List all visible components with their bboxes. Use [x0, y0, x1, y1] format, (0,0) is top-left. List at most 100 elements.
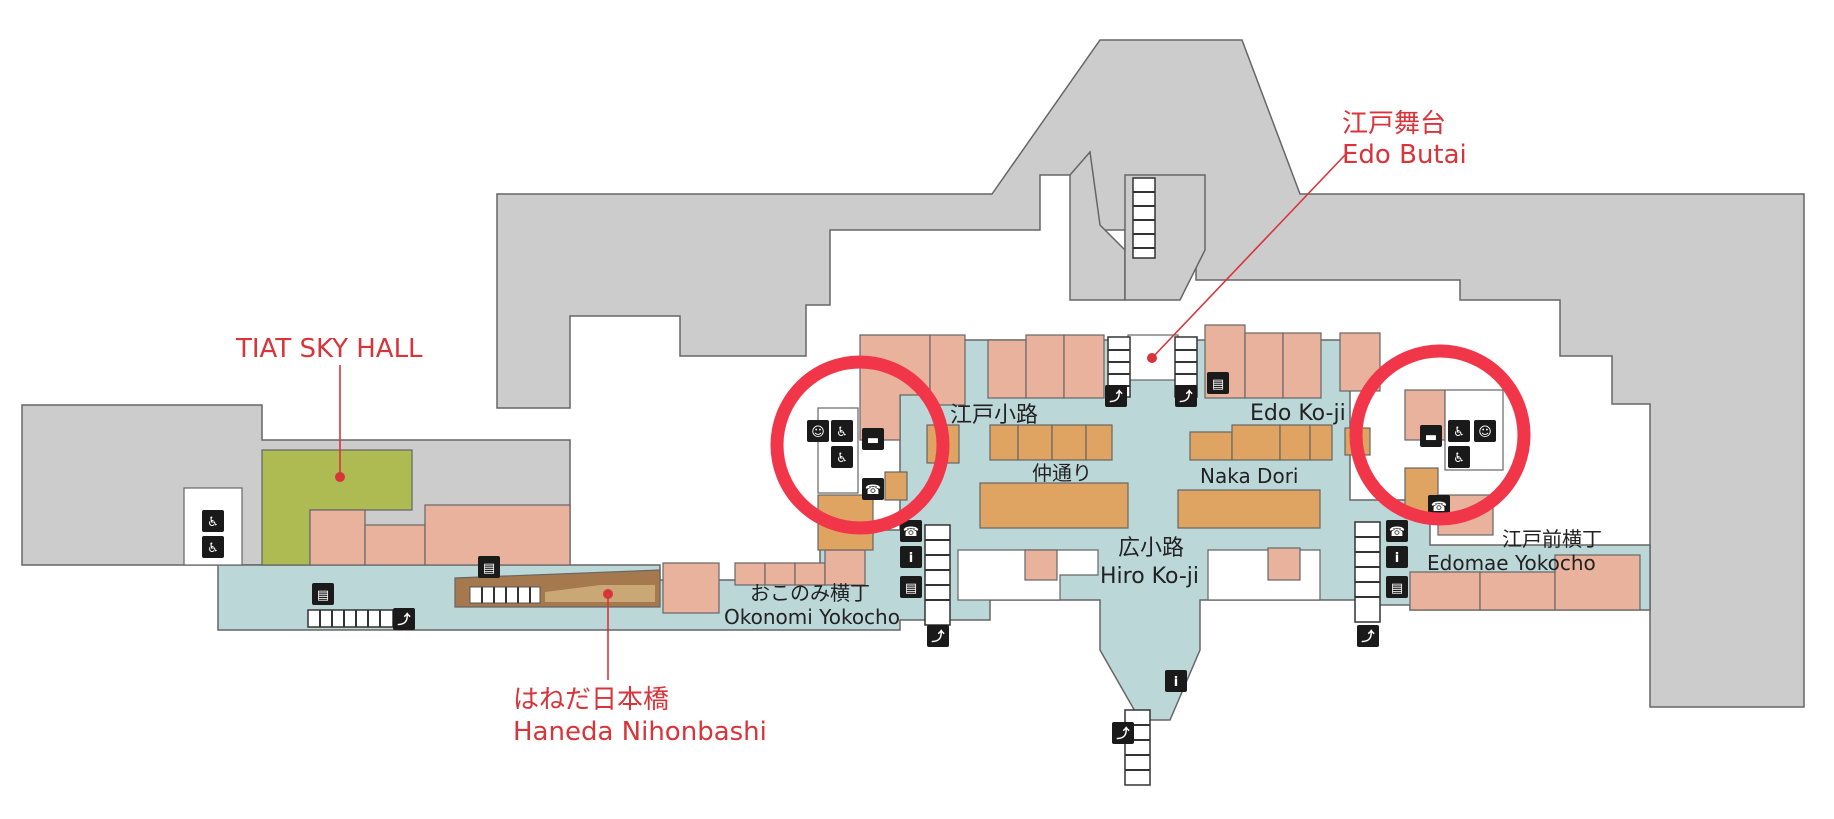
elevator-icon: ▤ [312, 583, 334, 605]
svg-text:i: i [1174, 675, 1178, 690]
tiat-sky-hall-label: TIAT SKY HALL [235, 334, 423, 364]
elevator-icon: ▤ [478, 556, 500, 578]
escalator-top-right [1174, 336, 1198, 398]
elevator-icon: ▤ [1386, 576, 1408, 598]
phone-icon: ☎ [1386, 520, 1408, 542]
svg-text:♿: ♿ [836, 425, 848, 440]
svg-text:⤴: ⤴ [397, 612, 411, 628]
shop [987, 339, 1027, 399]
escalator-icon: ⤴ [1105, 385, 1127, 407]
shop [1409, 571, 1481, 611]
escalator-right-vertical [1354, 521, 1381, 623]
shop [309, 509, 366, 566]
wheelchair-icon: ♿ [1448, 446, 1470, 468]
svg-text:⤴: ⤴ [1116, 726, 1130, 742]
restroom-icon: ♿ [831, 420, 853, 442]
naka-dori-food-block-east [1177, 489, 1321, 529]
shop [1267, 547, 1301, 581]
svg-text:▬: ▬ [1425, 430, 1437, 445]
wheelchair-icon: ♿ [202, 536, 224, 558]
svg-text:⤴: ⤴ [1361, 629, 1375, 645]
edo-butai-label-en: Edo Butai [1342, 140, 1467, 170]
svg-text:☎: ☎ [903, 525, 919, 540]
restaurant [1309, 424, 1333, 461]
shop [1282, 332, 1322, 399]
shop [1025, 334, 1065, 399]
hiro-koji-label-en: Hiro Ko-ji [1100, 564, 1199, 589]
edo-koji-label-jp: 江戸小路 [950, 403, 1038, 428]
elevator-icon: ▤ [1207, 372, 1229, 394]
edomae-yokocho-label-en: Edomae Yokocho [1427, 551, 1596, 575]
edomae-yokocho-label-jp: 江戸前横丁 [1502, 527, 1602, 551]
edo-butai-label-jp: 江戸舞台 [1342, 109, 1446, 139]
bridge-slats [469, 586, 541, 604]
escalator-icon: ⤴ [1112, 722, 1134, 744]
restroom-icon: ♿ [202, 510, 224, 532]
shop [662, 562, 720, 614]
elevator-icon: ▤ [900, 576, 922, 598]
shop [1063, 334, 1105, 399]
svg-text:⤴: ⤴ [931, 629, 945, 645]
svg-text:▤: ▤ [317, 588, 329, 603]
svg-text:▤: ▤ [483, 561, 495, 576]
smoking-icon: ▬ [1420, 425, 1442, 447]
stairs-tower [1132, 177, 1156, 259]
svg-text:▬: ▬ [867, 433, 879, 448]
restaurant [1017, 424, 1053, 461]
shop [1024, 549, 1058, 581]
wheelchair-icon: ♿ [831, 446, 853, 468]
svg-text:☎: ☎ [865, 483, 881, 498]
svg-text:i: i [909, 551, 913, 566]
shop [1479, 571, 1556, 611]
restaurant [884, 471, 908, 501]
highlight-ring-right [1349, 344, 1531, 526]
naka-dori-food-block-west [979, 482, 1129, 529]
escalator-icon: ⤴ [1357, 625, 1379, 647]
restaurant [1231, 424, 1281, 461]
svg-text:♿: ♿ [1453, 425, 1465, 440]
svg-text:▤: ▤ [1212, 377, 1224, 392]
hiro-koji-inner-east [1207, 549, 1321, 601]
shop [929, 334, 966, 406]
haneda-nihonbashi-label-en: Haneda Nihonbashi [513, 717, 767, 747]
phone-icon: ☎ [862, 478, 884, 500]
restaurant [989, 424, 1019, 461]
svg-text:☎: ☎ [1431, 500, 1447, 515]
svg-text:♿: ♿ [207, 515, 219, 530]
svg-text:☎: ☎ [1389, 525, 1405, 540]
escalator-icon: ⤴ [927, 625, 949, 647]
shop [824, 549, 866, 586]
svg-text:⤴: ⤴ [1109, 389, 1123, 405]
baby-room-icon: ☺ [1474, 420, 1496, 442]
svg-text:♿: ♿ [207, 541, 219, 556]
escalator-left-vertical [924, 524, 951, 626]
svg-text:▤: ▤ [1391, 581, 1403, 596]
restroom-icon: ♿ [1448, 420, 1470, 442]
shop [1554, 554, 1641, 611]
restaurant [1189, 431, 1233, 461]
naka-dori-label-jp: 仲通り [1032, 461, 1092, 485]
svg-text:☺: ☺ [811, 425, 825, 440]
phone-icon: ☎ [900, 520, 922, 542]
svg-text:♿: ♿ [836, 451, 848, 466]
information-icon: i [900, 546, 922, 568]
restaurant [1051, 424, 1087, 461]
edo-butai-leader [1151, 154, 1346, 359]
baby-room-icon: ☺ [807, 420, 829, 442]
restaurant [1085, 424, 1113, 461]
okonomi-yokocho-label-en: Okonomi Yokocho [724, 605, 900, 629]
svg-text:⤴: ⤴ [1179, 389, 1193, 405]
svg-text:☺: ☺ [1478, 425, 1492, 440]
shop [1339, 332, 1381, 392]
phone-icon: ☎ [1428, 495, 1450, 517]
smoking-icon: ▬ [862, 428, 884, 450]
okonomi-yokocho-label-jp: おこのみ横丁 [750, 581, 870, 605]
information-icon: i [1165, 670, 1187, 692]
edo-koji-label-en: Edo Ko-ji [1250, 401, 1346, 426]
escalator-bottom [1124, 709, 1151, 786]
restaurant [1279, 424, 1311, 461]
haneda-nihonbashi-label-jp: はねだ日本橋 [513, 685, 669, 715]
information-icon: i [1386, 546, 1408, 568]
svg-text:i: i [1395, 551, 1399, 566]
